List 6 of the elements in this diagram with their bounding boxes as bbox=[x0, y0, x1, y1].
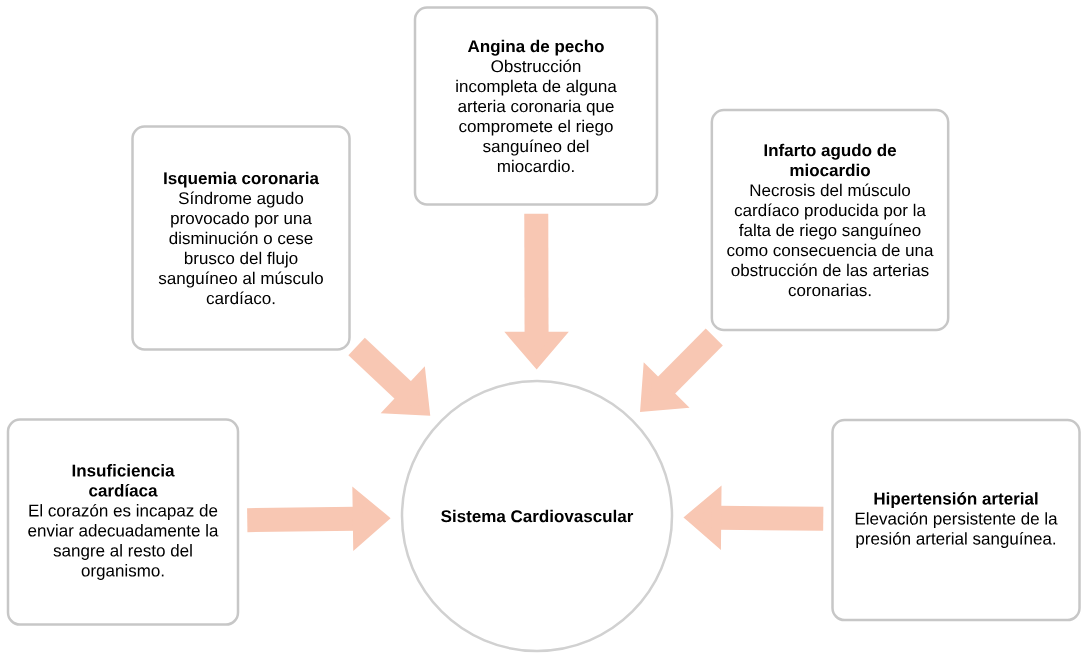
info-box: Insuficiencia cardíaca El corazón es incapaz de enviar adecuadamente la sangre al resto del organismo. bbox=[6, 418, 240, 626]
info-box: Angina de pecho Obstrucción incompleta de alguna arteria coronaria que compromete el riego sanguíneo del miocardio. bbox=[413, 6, 659, 206]
info-box: Isquemia coronaria Síndrome agudo provocado por una disminución o cese brusco del flujo sanguíneo al músculo cardíaco. bbox=[131, 125, 351, 351]
block-arrow bbox=[640, 328, 723, 412]
info-box: Hipertensión arterial Elevación persistente de la presión arterial sanguínea. bbox=[831, 418, 1081, 622]
info-box: Infarto agudo de miocardio Necrosis del músculo cardíaco producida por la falta de riego sanguíneo como consecuencia de una obstrucción de las arterias coronarias. bbox=[710, 108, 950, 332]
